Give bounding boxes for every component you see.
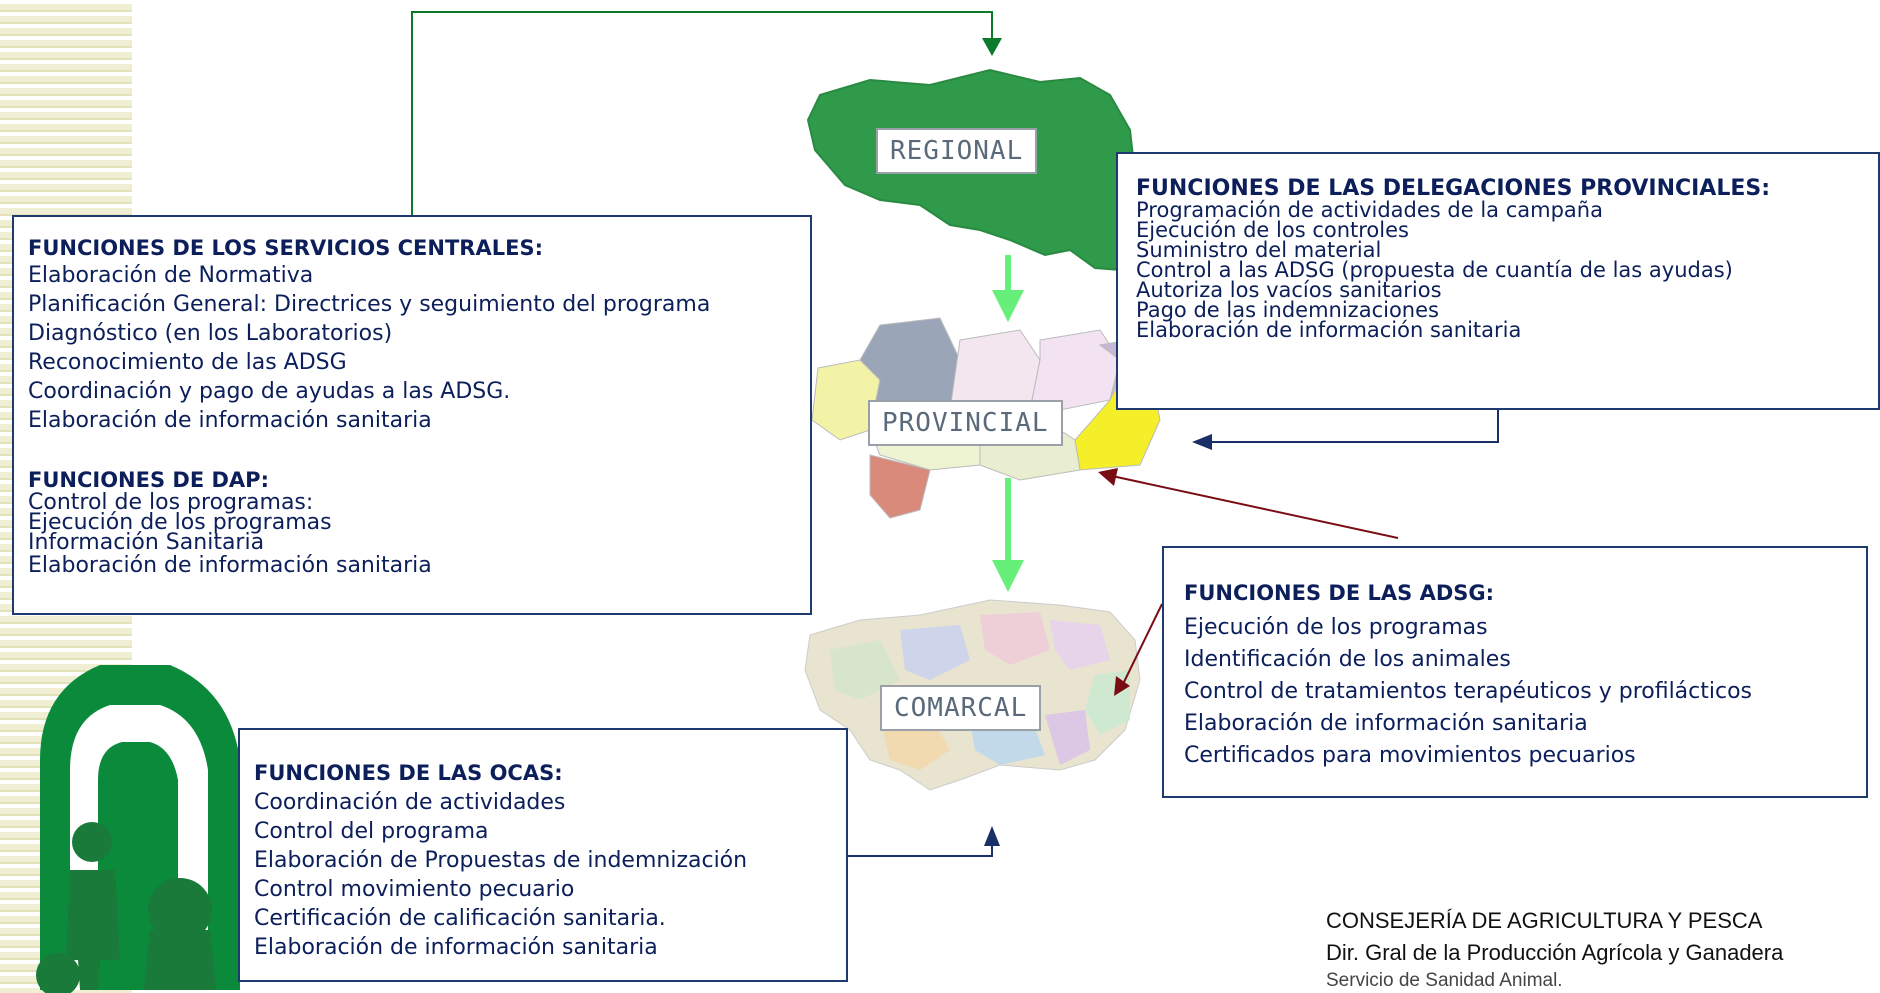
list-item: Control del programa <box>254 819 489 844</box>
list-item: Elaboración de información sanitaria <box>254 935 658 960</box>
list-item: Certificación de calificación sanitaria. <box>254 906 666 931</box>
list-item: Elaboración de Normativa <box>28 263 314 288</box>
list-item: Identificación de los animales <box>1184 647 1511 672</box>
label-regional: REGIONAL <box>876 128 1038 174</box>
list-item: Autoriza los vacíos sanitarios <box>1136 278 1442 302</box>
list-item: Elaboración de Propuestas de indemnizaci… <box>254 848 748 873</box>
list-item: Coordinación y pago de ayudas a las ADSG… <box>28 379 511 404</box>
arrowhead-provincial-maroon <box>1098 468 1118 486</box>
box-adsg: FUNCIONES DE LAS ADSG: Ejecución de los … <box>1162 546 1868 798</box>
list-item: Ejecución de los controles <box>1136 218 1409 242</box>
footer-servicio: Servicio de Sanidad Animal. <box>1326 970 1563 991</box>
list-item: Información Sanitaria <box>28 530 265 555</box>
footer-direccion: Dir. Gral de la Producción Agrícola y Ga… <box>1326 940 1784 965</box>
footer-consejeria: CONSEJERÍA DE AGRICULTURA Y PESCA <box>1326 908 1763 933</box>
list-item: Elaboración de información sanitaria <box>1184 711 1588 736</box>
box-servicios-centrales: FUNCIONES DE LOS SERVICIOS CENTRALES: El… <box>12 215 812 615</box>
junta-logo-icon <box>36 665 240 993</box>
list-item: Reconocimiento de las ADSG <box>28 350 347 375</box>
list-item: Coordinación de actividades <box>254 790 566 815</box>
box-ocas: FUNCIONES DE LAS OCAS: Coordinación de a… <box>238 728 848 982</box>
list-item: Ejecución de los programas <box>28 510 332 535</box>
list-item: Control a las ADSG (propuesta de cuantía… <box>1136 258 1733 282</box>
label-comarcal: COMARCAL <box>880 685 1042 731</box>
delegaciones-title: FUNCIONES DE LAS DELEGACIONES PROVINCIAL… <box>1136 176 1771 201</box>
adsg-title: FUNCIONES DE LAS ADSG: <box>1184 581 1495 605</box>
label-provincial: PROVINCIAL <box>868 400 1063 446</box>
list-item: Planificación General: Directrices y seg… <box>28 292 711 317</box>
list-item: Elaboración de información sanitaria <box>28 553 432 578</box>
list-item: Diagnóstico (en los Laboratorios) <box>28 321 393 346</box>
ocas-title: FUNCIONES DE LAS OCAS: <box>254 761 563 785</box>
connector-adsg-to-comarcal <box>1123 603 1163 683</box>
list-item: Elaboración de información sanitaria <box>28 408 432 433</box>
connector-adsg-to-provincial <box>1111 475 1399 539</box>
dap-title: FUNCIONES DE DAP: <box>28 468 269 492</box>
list-item: Suministro del material <box>1136 238 1382 262</box>
arrowhead-provincial-navy <box>1192 434 1212 450</box>
list-item: Pago de las indemnizaciones <box>1136 298 1439 322</box>
servicios-centrales-title: FUNCIONES DE LOS SERVICIOS CENTRALES: <box>28 236 543 260</box>
list-item: Control movimiento pecuario <box>254 877 575 902</box>
connector-ocas-to-comarcal <box>848 844 993 857</box>
arrowhead-comarcal-navy <box>984 826 1000 846</box>
list-item: Certificados para movimientos pecuarios <box>1184 743 1636 768</box>
arrowhead-regional <box>982 38 1002 56</box>
connector-delegaciones-to-provincial <box>1210 410 1499 443</box>
list-item: Elaboración de información sanitaria <box>1136 318 1522 342</box>
connector-centrales-to-regional <box>411 11 993 215</box>
arrowhead-comarcal-maroon <box>1114 676 1130 696</box>
box-delegaciones-provinciales: FUNCIONES DE LAS DELEGACIONES PROVINCIAL… <box>1116 152 1880 410</box>
list-item: Control de tratamientos terapéuticos y p… <box>1184 679 1753 704</box>
list-item: Programación de actividades de la campañ… <box>1136 198 1603 222</box>
list-item: Ejecución de los programas <box>1184 615 1488 640</box>
list-item: Control de los programas: <box>28 490 314 515</box>
